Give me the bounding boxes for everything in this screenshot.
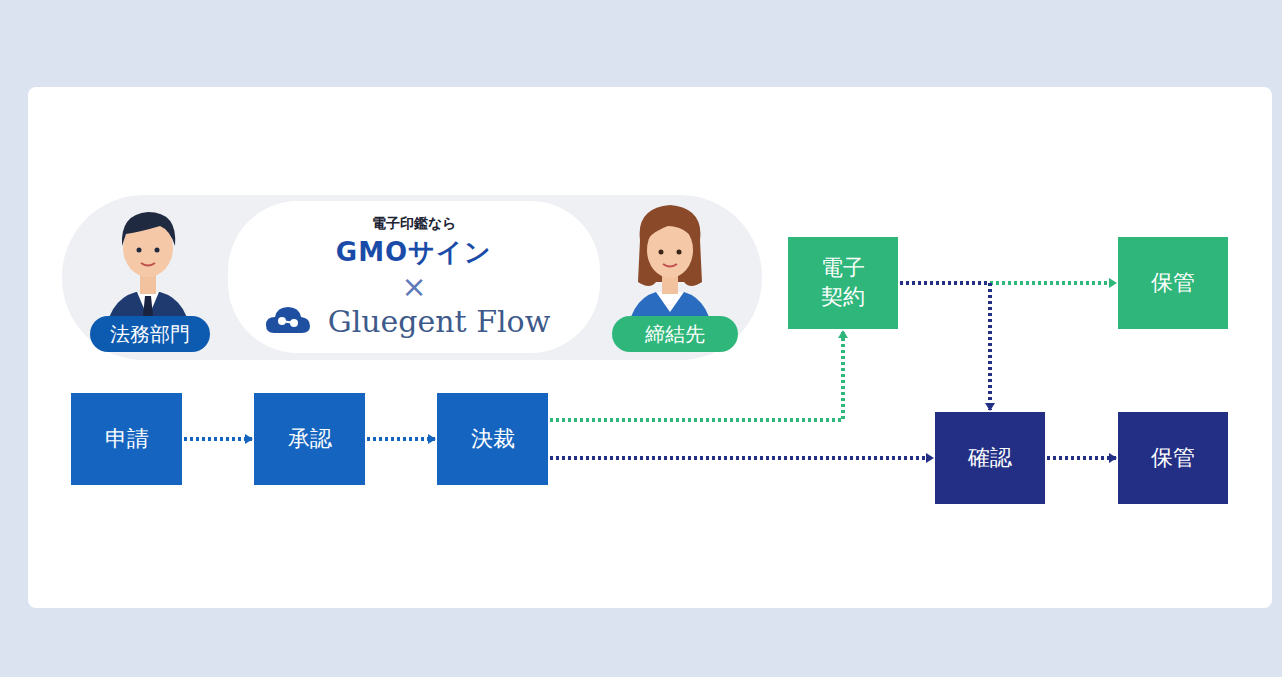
node-label: 確認 — [968, 444, 1012, 473]
logo-text: GMOサイン — [336, 235, 492, 270]
role-pill: 締結先 — [612, 316, 738, 352]
process-box: 電子 契約 — [788, 237, 898, 329]
dotted-arrow — [900, 283, 990, 410]
process-box: 承認 — [254, 393, 365, 485]
node-label: 電子 契約 — [817, 254, 870, 311]
process-box: 申請 — [71, 393, 182, 485]
dotted-arrow — [1047, 456, 1116, 460]
node-label: 保管 — [1151, 269, 1195, 298]
dotted-arrow — [184, 437, 252, 441]
node-label: 決裁 — [471, 425, 515, 454]
process-box: 保管 — [1118, 412, 1228, 504]
node-label: 承認 — [288, 425, 332, 454]
node-label: 申請 — [105, 425, 149, 454]
cloud-icon — [266, 303, 310, 337]
process-box: 保管 — [1118, 237, 1228, 329]
node-label: 締結先 — [645, 321, 705, 348]
process-box: 確認 — [935, 412, 1045, 504]
role-pill: 法務部門 — [90, 316, 210, 352]
node-label: 法務部門 — [110, 321, 190, 348]
dotted-arrow — [550, 456, 933, 460]
dotted-arrow — [367, 437, 435, 441]
process-box: 決裁 — [437, 393, 548, 485]
logo-box: 電子印鑑なら GMOサイン×Gluegent Flow — [228, 201, 600, 353]
logo-text: 電子印鑑なら — [372, 215, 456, 233]
node-label: 保管 — [1151, 444, 1195, 473]
logo-text: × — [401, 272, 426, 302]
logo-text: Gluegent Flow — [278, 304, 551, 339]
